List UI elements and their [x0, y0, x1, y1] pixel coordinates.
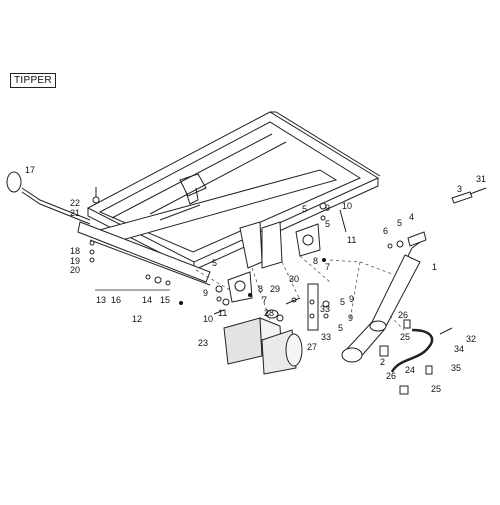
- callout-15: 15: [160, 295, 170, 305]
- callout-10a: 10: [203, 314, 213, 324]
- callout-20: 20: [70, 265, 80, 275]
- callout-29: 29: [270, 284, 280, 294]
- callout-32: 32: [466, 334, 476, 344]
- callout-2: 2: [380, 357, 385, 367]
- hydraulic-pump: [223, 309, 303, 375]
- callout-4: 4: [409, 212, 414, 222]
- callout-33b: 33: [321, 332, 331, 342]
- bolts: [89, 187, 347, 322]
- frame-outline: [86, 111, 381, 271]
- callout-11b: 11: [347, 235, 356, 245]
- fittings: [307, 283, 453, 395]
- callout-33a: 33: [320, 304, 330, 314]
- callout-28: 28: [264, 308, 274, 318]
- callout-5c: 5: [325, 219, 330, 229]
- callout-30: 30: [289, 274, 299, 284]
- callout-7b: 7: [325, 262, 330, 272]
- callout-3: 3: [457, 184, 462, 194]
- callout-9b: 9: [325, 203, 330, 213]
- callout-25b: 25: [431, 384, 441, 394]
- callout-35: 35: [451, 363, 461, 373]
- callout-5f: 5: [397, 218, 402, 228]
- callout-25a: 25: [400, 332, 410, 342]
- callout-34: 34: [454, 344, 464, 354]
- callout-8a: 8: [258, 284, 263, 294]
- callout-7a: 7: [262, 295, 267, 305]
- dashed-leaders: [195, 255, 405, 331]
- callout-31: 31: [476, 174, 486, 184]
- callout-10b: 10: [342, 201, 352, 211]
- callout-27: 27: [307, 342, 317, 352]
- callout-9d: 9: [348, 313, 353, 323]
- callout-5a: 5: [212, 258, 217, 268]
- callout-18: 18: [70, 246, 80, 256]
- callout-11a: 11: [218, 308, 227, 318]
- hydraulic-cylinder: [341, 237, 427, 363]
- callout-9c: 9: [349, 294, 354, 304]
- lever-arm: [6, 171, 91, 225]
- callout-5d: 5: [340, 297, 345, 307]
- callout-22: 22: [70, 198, 80, 208]
- hinge-bracket-right: [295, 223, 321, 257]
- callout-5b: 5: [302, 204, 307, 214]
- callout-6: 6: [383, 226, 388, 236]
- pin-parts: [387, 187, 487, 249]
- callout-1: 1: [432, 262, 437, 272]
- hydraulic-hose: [390, 328, 434, 373]
- dot-markers: [179, 258, 326, 305]
- callout-26a: 26: [398, 310, 408, 320]
- callout-5e: 5: [338, 323, 343, 333]
- callout-8b: 8: [313, 256, 318, 266]
- lower-rail: [77, 221, 211, 291]
- callout-23: 23: [198, 338, 208, 348]
- callout-12: 12: [132, 314, 142, 324]
- callout-24: 24: [405, 365, 415, 375]
- callout-13: 13: [96, 295, 106, 305]
- callout-14: 14: [142, 295, 152, 305]
- callout-9a: 9: [203, 288, 208, 298]
- callout-labels: 17 22 21 18 19 20 13 16 14 15 12 5 9 8 7…: [25, 165, 486, 394]
- callout-26b: 26: [386, 371, 396, 381]
- callout-16: 16: [111, 295, 121, 305]
- hinge-bracket-left: [227, 221, 283, 303]
- callout-21: 21: [70, 208, 80, 218]
- diagram-title: TIPPER: [10, 73, 56, 88]
- callout-19: 19: [70, 256, 80, 266]
- callout-17: 17: [25, 165, 35, 175]
